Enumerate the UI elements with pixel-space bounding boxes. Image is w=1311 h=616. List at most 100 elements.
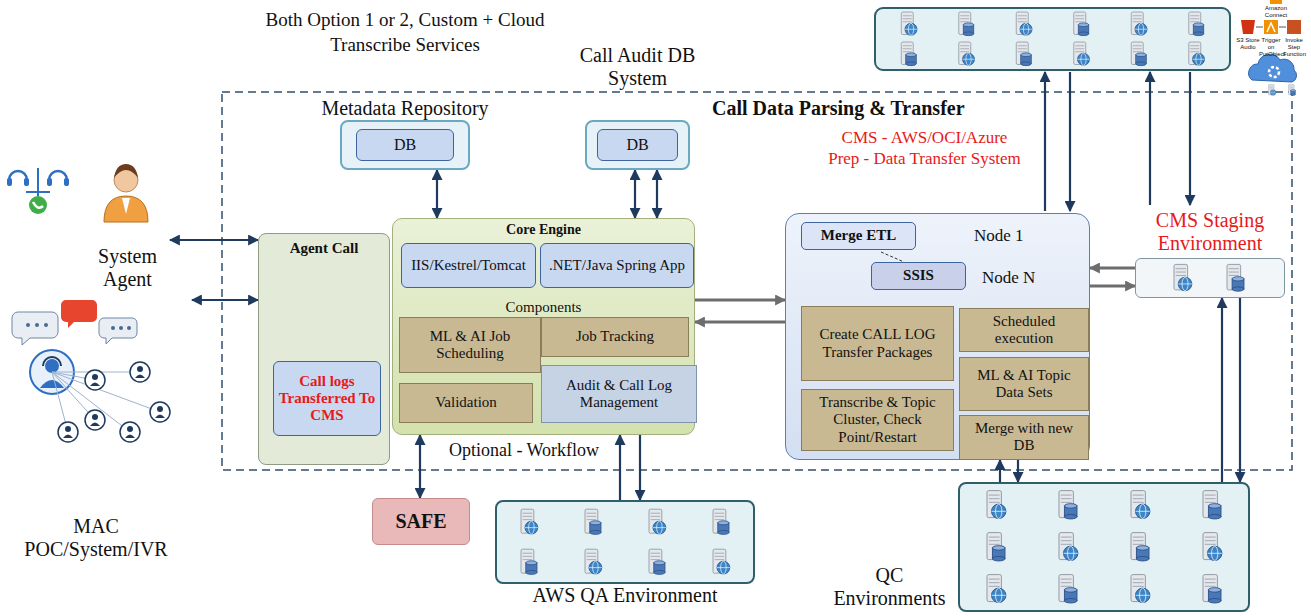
decoration [1064, 504, 1077, 509]
decoration [651, 513, 661, 514]
decoration [992, 546, 1005, 551]
decoration [1208, 588, 1221, 593]
decoration [960, 51, 969, 52]
decoration [903, 15, 912, 16]
server-icon [1203, 491, 1221, 519]
decoration [1064, 553, 1078, 554]
decoration [1064, 514, 1077, 519]
server-icon [901, 12, 917, 35]
server-icon [1289, 84, 1296, 95]
decoration [903, 21, 912, 22]
node-text: AWS QA Environment [477, 584, 773, 607]
decoration [1075, 48, 1084, 49]
server-icon [1074, 42, 1090, 65]
flow-arrow [1090, 267, 1135, 270]
decoration [989, 582, 1000, 583]
server-icon [1174, 264, 1192, 290]
decoration [989, 502, 1000, 503]
transfer-system-box: Node 1Node NMerge ETLSSISCreate CALL LOG… [785, 213, 1090, 460]
server-icon [959, 12, 974, 36]
decoration [1135, 29, 1147, 30]
decoration [1190, 15, 1199, 16]
decoration [905, 23, 917, 35]
decoration [963, 32, 974, 36]
decoration [92, 414, 98, 420]
decoration [85, 410, 105, 430]
decoration [960, 15, 969, 16]
decoration [715, 559, 725, 560]
server-icon [1059, 575, 1077, 603]
decoration [523, 519, 533, 520]
decoration [44, 323, 48, 327]
decoration [1229, 272, 1239, 273]
decoration [718, 521, 729, 525]
decoration [1061, 582, 1072, 583]
node-text: Merge with new DB [960, 420, 1088, 455]
decoration [989, 495, 1000, 496]
server-icon [1059, 533, 1078, 561]
decoration [29, 196, 47, 214]
node-text: IIS/Kestrel/Tomcat [407, 257, 530, 274]
decoration [1075, 15, 1084, 16]
decoration [1133, 544, 1144, 545]
decoration [90, 423, 100, 427]
headset-icon [7, 168, 69, 214]
decoration [1061, 498, 1072, 499]
decoration [1190, 48, 1199, 49]
decoration [523, 516, 533, 517]
process-box: Create CALL LOG Transfer Packages [801, 306, 954, 381]
decoration [1291, 94, 1296, 96]
decoration [903, 51, 912, 52]
server-icon [1189, 42, 1205, 65]
decoration [1133, 48, 1142, 49]
decoration [989, 579, 1000, 580]
decoration [58, 422, 78, 442]
diagram-title: Both Option 1 or 2, Custom + Cloud Trans… [255, 8, 555, 57]
decoration [1205, 498, 1216, 499]
decoration [1018, 21, 1027, 22]
agent-person-icon [104, 164, 148, 222]
decoration [1133, 51, 1142, 52]
decoration [26, 191, 50, 193]
decoration [1205, 586, 1216, 587]
decoration [1205, 544, 1216, 545]
decoration [9, 171, 27, 180]
node-text: Validation [431, 394, 501, 411]
server-icon [901, 42, 916, 66]
server-icon [713, 509, 729, 534]
decoration [715, 513, 725, 514]
server-icon [1227, 264, 1244, 291]
decoration [120, 422, 140, 442]
decoration [1061, 544, 1072, 545]
decoration [989, 537, 1000, 538]
decoration [651, 556, 661, 557]
decoration [525, 521, 538, 534]
server-icon [1131, 12, 1147, 35]
decoration [125, 435, 135, 439]
flow-arrow [656, 170, 658, 218]
decoration [1078, 23, 1089, 27]
decoration [7, 178, 12, 186]
decoration [587, 559, 597, 560]
decoration [1135, 23, 1147, 35]
server-icon [649, 509, 666, 534]
process-box: Scheduled execution [959, 308, 1089, 352]
decoration [85, 370, 105, 390]
environment-box: QC Environments [958, 482, 1250, 612]
decoration [1205, 540, 1216, 541]
decoration [1133, 45, 1142, 46]
decoration [65, 426, 71, 432]
cloud-cluster [875, 8, 1230, 70]
decoration [526, 570, 537, 574]
decoration [651, 516, 661, 517]
server-icon [1189, 12, 1204, 36]
decoration [1269, 67, 1279, 77]
lambda-glyph [1267, 23, 1275, 32]
component-box: ML & AI Job Scheduling [399, 317, 541, 373]
flow-arrow [170, 239, 258, 241]
node-text: Job Tracking [572, 328, 658, 345]
decoration [718, 530, 729, 534]
decoration [1018, 18, 1027, 19]
decoration [587, 516, 597, 517]
decoration [1176, 275, 1186, 276]
